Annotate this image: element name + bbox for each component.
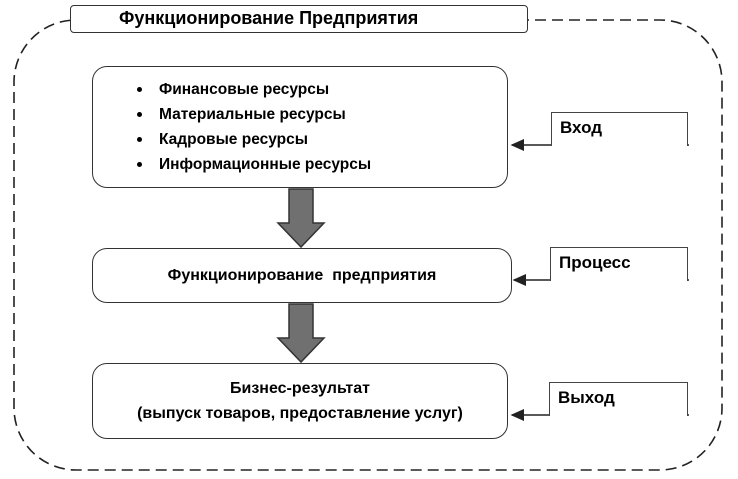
process-label: Функционирование предприятия bbox=[167, 266, 437, 284]
tag-input: Вход bbox=[551, 112, 688, 146]
output-line-2: (выпуск товаров, предоставление услуг) bbox=[137, 405, 463, 422]
resource-list: Финансовые ресурсы Материальные ресурсы … bbox=[93, 67, 507, 177]
flow-arrow-input-to-process bbox=[276, 188, 326, 249]
list-item: Финансовые ресурсы bbox=[137, 77, 507, 102]
tag-process: Процесс bbox=[550, 247, 688, 281]
input-resources-box: Финансовые ресурсы Материальные ресурсы … bbox=[92, 66, 508, 188]
diagram-title: Функционирование Предприятия bbox=[70, 5, 528, 33]
output-box: Бизнес-результат (выпуск товаров, предос… bbox=[92, 363, 508, 439]
flow-arrow-process-to-output bbox=[276, 303, 326, 364]
list-item: Информационные ресурсы bbox=[137, 152, 507, 177]
list-item: Кадровые ресурсы bbox=[137, 127, 507, 152]
tag-output: Выход bbox=[549, 382, 688, 416]
process-box: Функционирование предприятия bbox=[92, 248, 512, 303]
output-line-1: Бизнес-результат bbox=[230, 380, 370, 397]
list-item: Материальные ресурсы bbox=[137, 102, 507, 127]
